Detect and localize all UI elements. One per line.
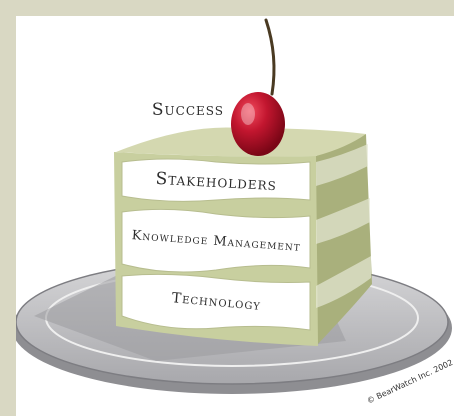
cake-diagram: Success Stakeholders Knowledge Managemen… — [16, 18, 454, 406]
success-label: Success — [152, 100, 224, 120]
diagram-panel: Success Stakeholders Knowledge Managemen… — [16, 16, 454, 416]
cherry-icon — [231, 18, 285, 156]
layer-label-technology: Technology — [171, 290, 261, 314]
cake-slice-illustration — [114, 127, 372, 346]
